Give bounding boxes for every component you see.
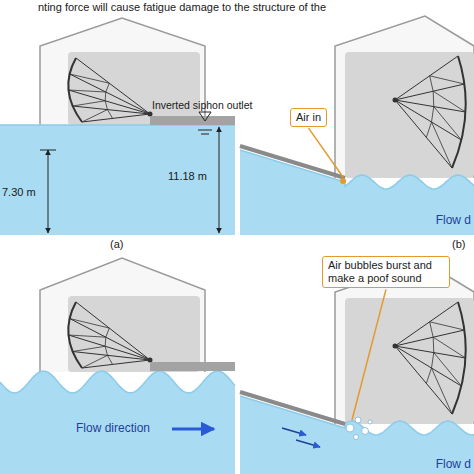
gate-chamber — [68, 52, 200, 125]
flow-arrow — [296, 440, 320, 447]
leader-line — [352, 289, 386, 420]
callout-box: Air in — [290, 108, 327, 127]
panel-label: (b) — [452, 238, 465, 250]
flow-arrow — [282, 428, 306, 435]
water-level-symbol — [199, 112, 211, 121]
panel-a — [0, 4, 245, 235]
panel-c — [0, 242, 245, 474]
panel-label: (a) — [110, 238, 123, 250]
dimension-line — [48, 150, 49, 233]
dimension-line — [219, 127, 220, 233]
gate-house — [40, 258, 205, 372]
flow-label: Flow d — [436, 214, 471, 227]
gate-chamber — [68, 296, 200, 372]
pipe-wall — [240, 392, 345, 424]
callout-text: Air bubbles burst and make a poof sound — [328, 259, 444, 285]
panel-d — [240, 262, 474, 474]
callout-box: Air bubbles burst and make a poof sound — [322, 256, 450, 288]
flow-label: Flow d — [436, 458, 471, 471]
water-body — [0, 125, 235, 235]
pipe-wall — [240, 146, 345, 178]
part-label: Inverted siphon outlet — [152, 100, 252, 112]
flow-arrow — [172, 428, 214, 431]
siphon-outlet-slab — [150, 362, 235, 371]
gate-chamber — [345, 52, 474, 178]
air-bubble — [346, 424, 354, 432]
gate-truss — [69, 302, 153, 368]
water-body — [240, 396, 474, 474]
panel-b — [240, 16, 474, 235]
air-bubble — [368, 420, 372, 424]
dimension-label: 11.18 m — [168, 170, 207, 182]
siphon-outlet-slab — [150, 116, 235, 125]
air-bubble — [354, 435, 359, 440]
gate-house-outline — [40, 258, 205, 372]
callout-text: Air in — [296, 111, 321, 124]
water-body — [240, 150, 474, 235]
flow-label: Flow direction — [76, 422, 150, 435]
dimension-label: 7.30 m — [2, 186, 36, 198]
gate-house — [335, 16, 474, 178]
gate-chamber — [345, 298, 474, 424]
gate-house-outline — [335, 16, 474, 178]
gate-truss — [69, 58, 153, 122]
gate-truss — [393, 302, 466, 414]
caption-fragment: nting force will cause fatigue damage to… — [38, 1, 326, 13]
air-bubble — [355, 417, 361, 423]
air-bubble — [362, 428, 369, 435]
gate-truss — [393, 56, 466, 168]
water-body — [0, 371, 235, 474]
leader-line — [309, 128, 343, 177]
